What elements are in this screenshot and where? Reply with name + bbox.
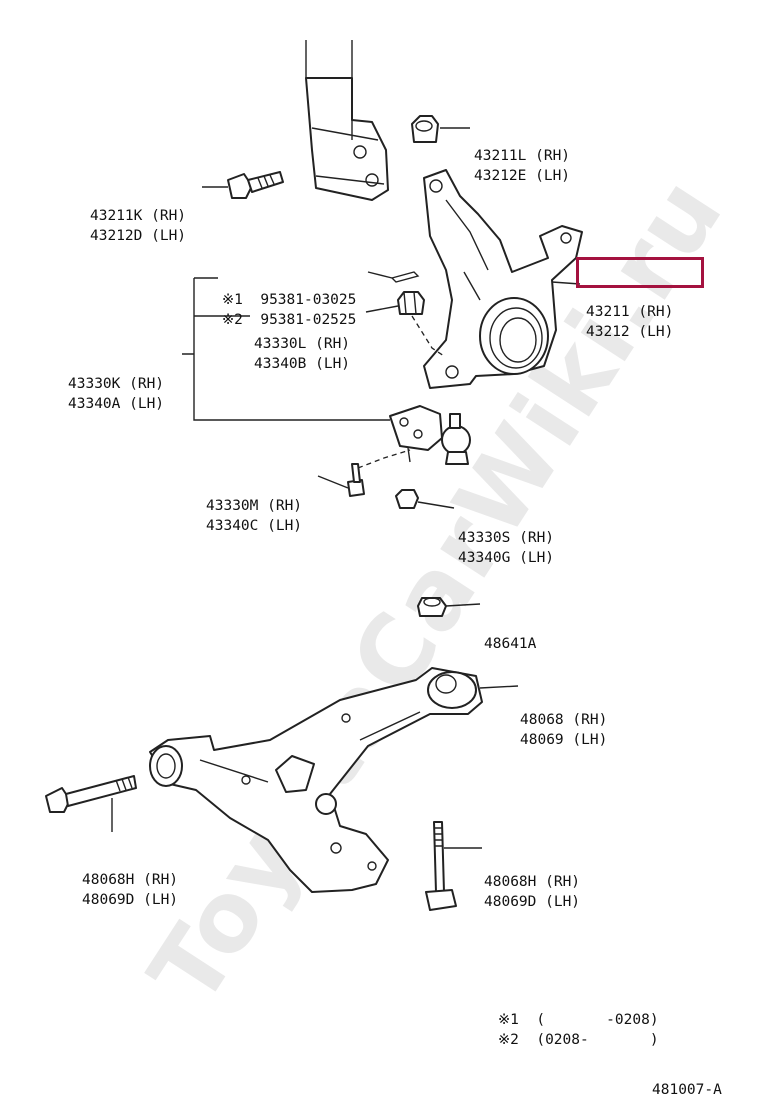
label-nut-48641a: 48641A — [484, 636, 537, 652]
lower-control-arm — [149, 667, 483, 893]
highlight-box — [576, 257, 704, 288]
steering-knuckle — [423, 169, 583, 389]
figure-number: 481007-A — [652, 1082, 722, 1098]
bolt-43211k — [227, 171, 284, 199]
label-castle-nut-43330l: 43330L (RH)43340B (LH) — [254, 336, 351, 372]
label-bolt-43211k: 43211K (RH)43212D (LH) — [90, 208, 187, 244]
label-nut-43211l: 43211L (RH)43212E (LH) — [474, 148, 571, 184]
ball-joint-43330k — [389, 405, 471, 465]
label-cotter-pin-95381: ※1 95381-03025※2 95381-02525 — [222, 292, 357, 328]
bolt-43330m — [347, 463, 365, 497]
nut-43211l — [411, 115, 439, 143]
label-bushing-48068: 48068 (RH)48069 (LH) — [520, 712, 608, 748]
cotter-pin — [390, 271, 420, 283]
notes-date-ranges: ※1 ( -0208)※2 (0208- ) — [498, 1012, 659, 1048]
castle-nut-43330l — [397, 291, 425, 315]
label-steering-knuckle: 43211 (RH)43212 (LH) — [586, 304, 674, 340]
bolt-48068h-right — [425, 821, 457, 911]
strut-shock-absorber — [305, 40, 389, 201]
leader-lines — [111, 127, 581, 849]
nut-48641a — [417, 597, 447, 617]
nut-43330s — [395, 489, 419, 509]
label-bolt-48068h-right: 48068H (RH)48069D (LH) — [484, 874, 581, 910]
label-nut-43330s: 43330S (RH)43340G (LH) — [458, 530, 555, 566]
label-bolt-43330m: 43330M (RH)43340C (LH) — [206, 498, 303, 534]
label-ball-joint-43330k: 43330K (RH)43340A (LH) — [68, 376, 165, 412]
label-bolt-48068h-left: 48068H (RH)48069D (LH) — [82, 872, 179, 908]
bolt-48068h-left — [45, 775, 137, 813]
